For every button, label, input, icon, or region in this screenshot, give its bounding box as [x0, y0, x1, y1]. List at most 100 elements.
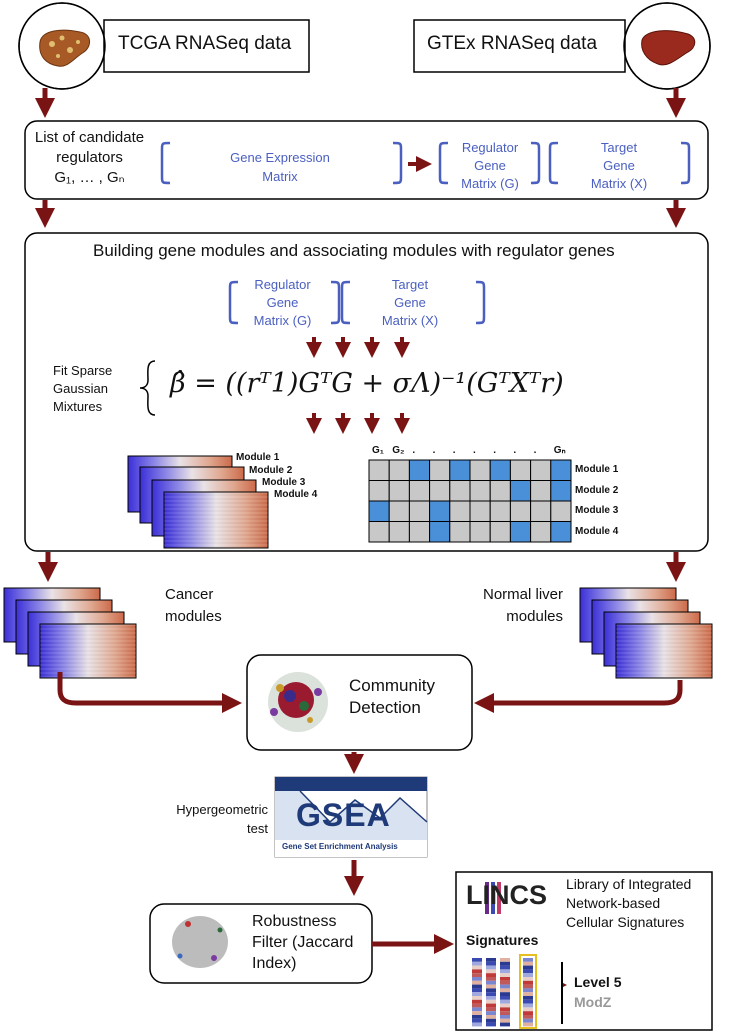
grid-cell — [469, 521, 491, 543]
signature-cell — [486, 973, 496, 977]
signature-cell — [500, 980, 510, 985]
lincs-bars-icon — [485, 882, 501, 914]
signature-cell — [500, 977, 510, 981]
signature-cell — [500, 988, 510, 993]
module-4-label: Module 4 — [274, 489, 318, 500]
grid-cell — [489, 500, 511, 522]
grid-cell — [509, 480, 532, 502]
grid-header-label: G₂ — [392, 445, 405, 456]
lincs-description: Library of Integrated Network-based Cell… — [566, 876, 692, 930]
grid-cell — [550, 500, 572, 522]
modz-highlight — [519, 954, 537, 1029]
signature-cell — [472, 996, 482, 1000]
grid-cell — [449, 459, 471, 481]
down-arrows-top — [306, 337, 410, 358]
gsea-caption: Gene Set Enrichment Analysis — [282, 842, 398, 851]
grid-cell — [368, 500, 390, 522]
signature-cell — [472, 999, 482, 1004]
signature-cell — [523, 977, 533, 981]
gsea-logo-text: GSEA — [296, 797, 391, 833]
grid-row-label: Module 3 — [575, 505, 619, 516]
network-icon — [268, 672, 328, 732]
liver-icon — [641, 30, 696, 66]
tcga-box — [103, 19, 310, 73]
grid-cell — [368, 459, 390, 481]
grid-header-label: . — [432, 445, 436, 456]
hypergeometric-label: Hypergeometric test — [176, 802, 268, 836]
signature-cell — [523, 988, 533, 993]
signature-cell — [500, 1003, 510, 1008]
signature-cell — [500, 965, 510, 970]
grid-cell — [429, 521, 451, 543]
signature-cell — [472, 988, 482, 993]
cancer-module-stack — [3, 587, 137, 679]
module-heatmap-stack — [127, 455, 269, 549]
grid-cell — [550, 480, 572, 502]
signature-cell — [472, 958, 482, 962]
signature-cell — [500, 999, 510, 1004]
target-gene-matrix-2: Target Gene Matrix (X) — [381, 277, 439, 328]
matrix-brackets — [160, 141, 691, 185]
signature-cell — [500, 996, 510, 1000]
signature-cell — [486, 992, 496, 996]
signature-cell — [500, 1018, 510, 1023]
signature-cell — [523, 1011, 533, 1015]
signature-cell — [523, 1003, 533, 1008]
signature-cell — [472, 980, 482, 985]
step2-title: Building gene modules and associating mo… — [93, 241, 615, 260]
signature-cell — [500, 984, 510, 989]
grid-cell — [530, 480, 552, 502]
signature-cell — [500, 973, 510, 977]
module-2-label: Module 2 — [249, 465, 293, 476]
grid-cell — [509, 500, 532, 522]
regulator-gene-matrix-2: Regulator Gene Matrix (G) — [253, 277, 312, 328]
grid-cell — [530, 521, 552, 543]
signature-cell — [472, 965, 482, 970]
signature-cell — [486, 961, 496, 966]
signature-cell — [523, 969, 533, 974]
cancer-modules-label: Cancer modules — [165, 586, 222, 625]
grid-cell — [469, 459, 491, 481]
signature-cell — [523, 1007, 533, 1012]
grid-row-label: Module 1 — [575, 464, 619, 475]
signature-cell — [523, 984, 533, 989]
signature-cell — [486, 965, 496, 970]
robustness-filter-label: Robustness Filter (Jaccard Index) — [252, 913, 354, 972]
grid-row-label: Module 4 — [575, 525, 619, 537]
grid-header-label: . — [493, 445, 496, 456]
signature-cell — [472, 992, 482, 996]
signature-cell — [523, 965, 533, 970]
signature-cell — [486, 977, 496, 981]
signature-cell — [500, 992, 510, 996]
signature-cell — [523, 992, 533, 996]
grid-cell — [388, 480, 410, 502]
grid-cell — [550, 459, 572, 481]
fit-brace — [139, 360, 156, 416]
signature-cell — [486, 1018, 496, 1023]
grid-cell — [449, 480, 471, 502]
signature-cell — [486, 988, 496, 993]
candidate-regulators: List of candidate regulators G₁, … , Gₙ — [34, 129, 145, 186]
grid-cell — [429, 500, 451, 522]
step1-box — [24, 120, 709, 200]
grid-cell — [489, 459, 511, 481]
module-1-label: Module 1 — [236, 452, 280, 463]
level-label: Level 5 ModZ — [574, 974, 622, 1010]
signature-cell — [486, 996, 496, 1000]
regulator-gene-matrix: Regulator Gene Matrix (G) — [461, 140, 519, 191]
grid-header-label: Gₙ — [553, 445, 566, 456]
grid-cell — [509, 459, 532, 481]
signature-cell — [472, 973, 482, 977]
grid-cell — [368, 480, 390, 502]
grid-cell — [368, 521, 390, 543]
signature-cell — [472, 1015, 482, 1019]
grid-cell — [408, 521, 431, 543]
signatures-label: Signatures — [466, 932, 539, 948]
signature-cell — [472, 961, 482, 966]
target-gene-matrix: Target Gene Matrix (X) — [590, 140, 648, 191]
gene-expression-matrix: Gene Expression Matrix — [230, 150, 330, 184]
down-arrows-bottom — [306, 413, 410, 434]
signature-cell — [486, 1022, 496, 1027]
module-3-label: Module 3 — [262, 477, 306, 488]
